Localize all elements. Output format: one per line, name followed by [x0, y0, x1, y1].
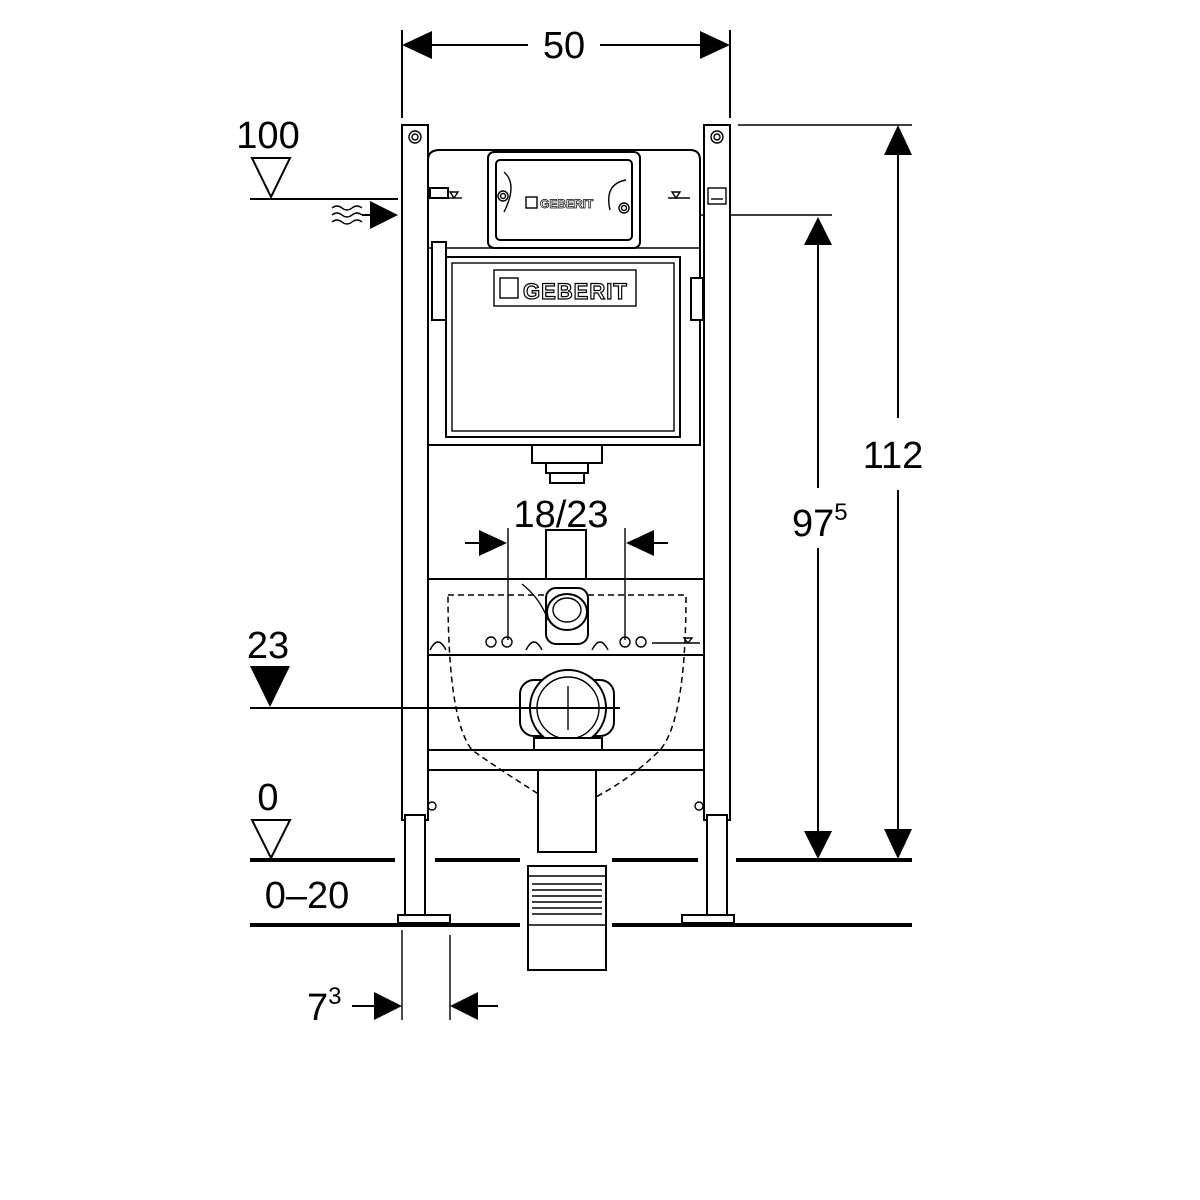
bolt-spacing-dimension: 18/23 [465, 494, 668, 640]
flush-plate-logo: GEBERIT [540, 197, 594, 211]
total-height-dimension: 112 [738, 124, 924, 859]
floor-adjust-label: 0–20 [265, 875, 350, 917]
waste-connection [519, 669, 615, 751]
water-supply-icon [331, 201, 398, 229]
floor-level-label: 0 [257, 777, 278, 819]
cistern: GEBERIT GEBERIT [427, 149, 727, 446]
waste-height-label: 23 [247, 625, 289, 667]
foot-depth-label: 73 [307, 983, 342, 1029]
flush-height-label: 100 [236, 115, 299, 157]
width-dimension: 50 [401, 25, 731, 118]
inlet-bend [521, 583, 589, 645]
flush-pipe [531, 444, 603, 581]
frame-right-post [681, 124, 735, 924]
cistern-height-dimension: 975 [792, 217, 848, 859]
waste-height-marker: 23 [247, 625, 620, 709]
flush-height-marker: 100 [236, 115, 832, 229]
cistern-logo: GEBERIT [523, 279, 628, 304]
cistern-height-label: 975 [792, 499, 848, 545]
width-label: 50 [543, 25, 585, 67]
floor-level-marker: 0 [250, 777, 912, 862]
floor-adjust-marker: 0–20 [250, 875, 912, 927]
total-height-label: 112 [863, 435, 924, 477]
fixing-points [429, 636, 700, 651]
bolt-spacing-label: 18/23 [513, 494, 608, 536]
foot-depth-dimension: 73 [307, 930, 498, 1029]
drain-pipe [527, 769, 607, 971]
frame-left-post [397, 124, 451, 924]
